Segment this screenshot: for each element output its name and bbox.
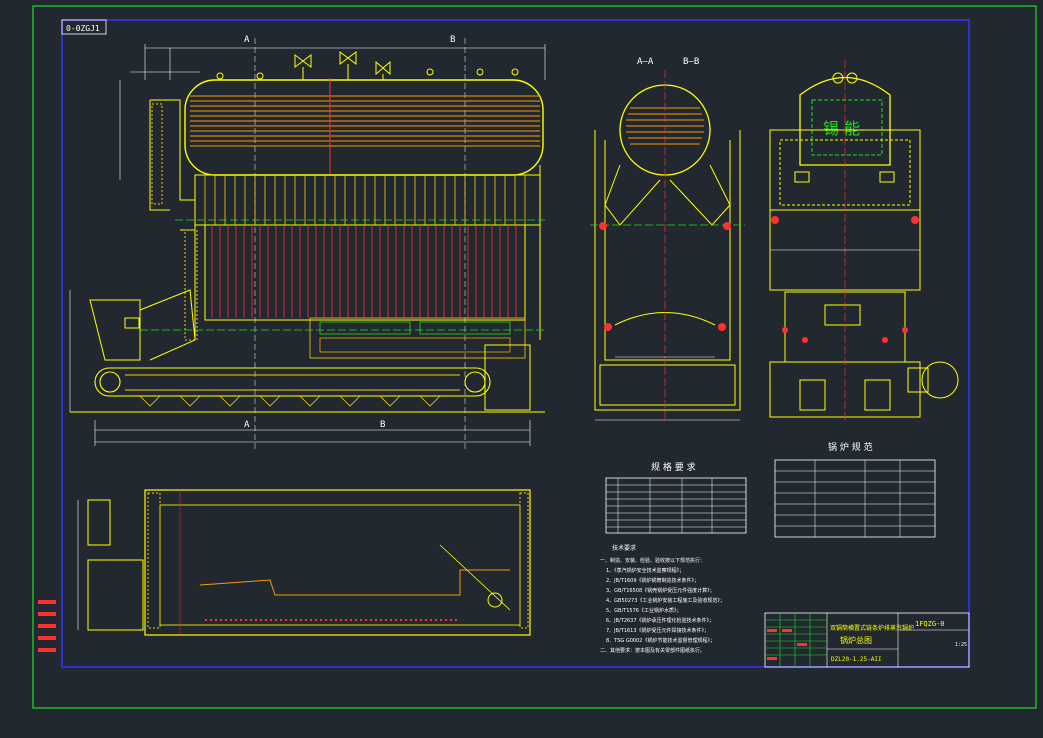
grate-area (309, 317, 526, 359)
chain-grate (94, 367, 491, 397)
main-elevation-view: A B (69, 35, 546, 450)
note-line: 7、JB/T1613《锅炉受压元件焊接技术条件》； (606, 627, 709, 634)
water-wall-tubes (204, 224, 526, 321)
drum-tubes (190, 95, 540, 147)
front-view: 锡 能 (769, 60, 959, 420)
note-line: 一、制造、安装、检验、验收按以下规范执行： (600, 557, 705, 564)
view-label-aa: A—A (637, 57, 654, 67)
note-line: 4、GB50273《工业锅炉安装工程施工及验收规范》； (606, 597, 725, 604)
tube-bank (194, 174, 541, 226)
spec-table-1: 规 格 要 求 (605, 461, 747, 534)
note-line: 6、JB/T2637《锅炉承压件理化检验技术条件》； (606, 617, 714, 624)
note-line: 3、GB/T16508《锅壳锅炉受压元件强度计算》； (606, 587, 715, 594)
technical-notes: 技术要求 一、制造、安装、检验、验收按以下规范执行： 1、《蒸汽锅炉安全技术监察… (600, 544, 725, 654)
logo-text: 锡 能 (823, 119, 860, 138)
view-label-bb: B—B (683, 57, 699, 67)
note-line: 1、《蒸汽锅炉安全技术监察规程》； (606, 567, 684, 574)
boiler-casing (149, 99, 541, 341)
table2-title: 锅 炉 规 范 (828, 441, 873, 453)
steam-drum (184, 79, 544, 176)
plan-view (77, 489, 531, 636)
title-main: 双锅筒横置式链条炉排蒸汽锅炉 (830, 624, 914, 632)
section-b-bottom: B (380, 420, 385, 430)
code-box (61, 19, 107, 35)
drum-valves (216, 51, 519, 80)
note-line: 2、JB/T1609《锅炉锅筒制造技术条件》； (606, 577, 699, 584)
air-chambers (139, 395, 441, 407)
section-b-top: B (450, 35, 455, 45)
note-line: 二、其他要求：按本图及有关零部件图纸执行。 (600, 647, 705, 654)
spec-table-2: 锅 炉 规 范 (774, 441, 936, 538)
inner-frame (61, 19, 970, 668)
drawing-number: 1FQZG-0 (915, 620, 945, 628)
section-a-top: A (244, 35, 250, 45)
title-sub: 锅炉总图 (840, 635, 872, 645)
notes-title: 技术要求 (612, 544, 636, 552)
note-line: 8、TSG G0002《锅炉节能技术监督管理规程》； (606, 637, 715, 644)
outer-frame (32, 5, 1037, 709)
coal-hopper (89, 289, 196, 361)
model-number: DZL20-1.25-AII (831, 656, 882, 663)
section-a-bottom: A (244, 420, 250, 430)
revision-marks (38, 600, 56, 652)
note-line: 5、GB/T1576《工业锅炉水质》； (606, 607, 681, 614)
section-view-aa-bb: A—A B—B (590, 57, 745, 421)
drawing-scale: 1:25 (955, 642, 967, 648)
title-block: 双锅筒横置式链条炉排蒸汽锅炉 锅炉总图 DZL20-1.25-AII 1FQZG… (764, 612, 970, 668)
table1-title: 规 格 要 求 (651, 461, 696, 473)
code-box-text: 0-0ZGJ1 (66, 24, 100, 33)
